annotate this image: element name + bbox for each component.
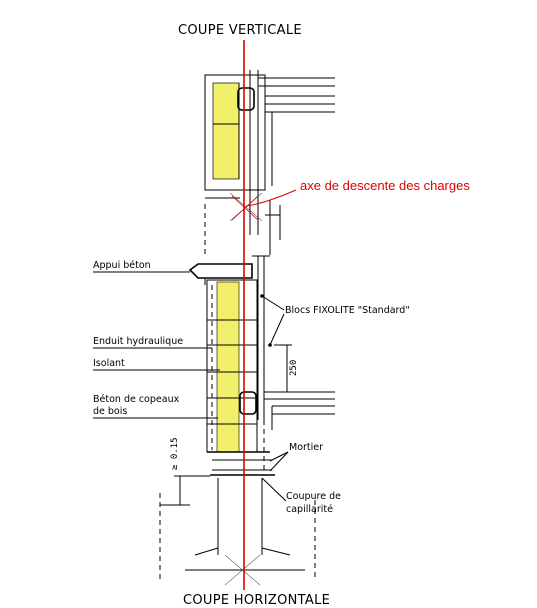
upper-tie-beam [237, 87, 255, 111]
annotation-leader [245, 189, 297, 207]
title-coupe-horizontale: COUPE HORIZONTALE [183, 593, 330, 608]
label-beton-copeaux-2: de bois [93, 406, 127, 417]
upper-insulation [212, 82, 240, 180]
dimension-min-015: ≥ 0.15 [170, 437, 180, 470]
label-enduit: Enduit hydraulique [93, 336, 183, 347]
dimensions: 250 ≥ 0.15 [160, 344, 299, 506]
dimension-250: 250 [289, 360, 299, 376]
concrete-sill [188, 255, 270, 420]
load-axis: axe de descente des charges [231, 40, 470, 590]
lower-tie-beam [239, 391, 257, 415]
labels: Appui béton Blocs FIXOLITE "Standard" En… [93, 260, 410, 515]
label-coupure-2: capillarité [286, 504, 333, 515]
label-coupure-1: Coupure de [286, 491, 341, 502]
label-appui-beton: Appui béton [93, 260, 151, 271]
label-blocs-fixolite: Blocs FIXOLITE "Standard" [285, 305, 410, 316]
upper-wall [204, 70, 335, 255]
lower-wall [206, 279, 335, 476]
lower-insulation [216, 281, 240, 453]
axis-annotation: axe de descente des charges [300, 178, 470, 193]
foundation [159, 478, 316, 586]
label-isolant: Isolant [93, 358, 125, 369]
label-mortier: Mortier [289, 442, 323, 453]
label-beton-copeaux-1: Béton de copeaux [93, 394, 180, 405]
title-coupe-verticale: COUPE VERTICALE [178, 23, 302, 38]
